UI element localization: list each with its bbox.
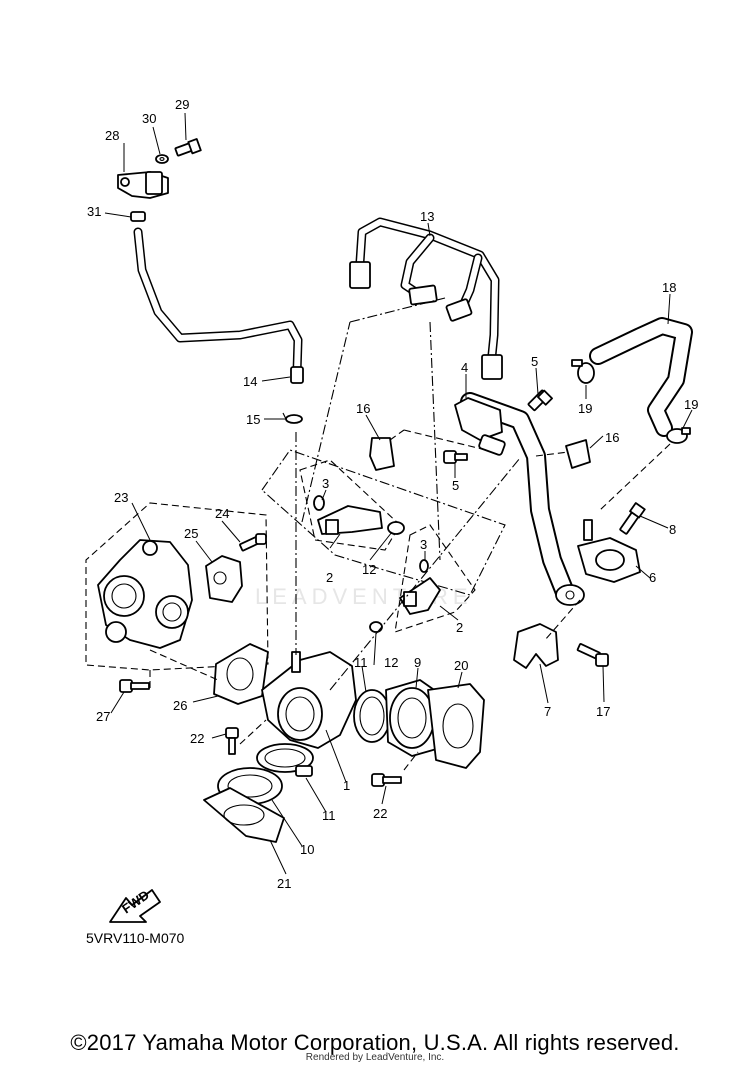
callout-24: 24 [215,506,229,521]
o-ring-12-lower [369,621,383,633]
plate-21 [203,787,285,843]
callout-28: 28 [105,128,119,143]
bolt-8 [619,502,646,535]
callout-22-right: 22 [373,806,387,821]
gasket-20 [427,683,485,769]
bolt-17 [576,643,609,667]
callout-5-upper: 5 [531,354,538,369]
clamp-11-lower [256,743,314,777]
callout-9: 9 [414,655,421,670]
screw-24 [239,533,267,552]
bolt-5-lower [443,450,468,464]
callout-1: 1 [343,778,350,793]
callout-8: 8 [669,522,676,537]
callout-13: 13 [420,209,434,224]
callout-27: 27 [96,709,110,724]
intake-manifold-1 [261,651,357,749]
copyright-notice: ©2017 Yamaha Motor Corporation, U.S.A. A… [70,1030,680,1055]
drawing-code: 5VRV110-M070 [86,930,185,946]
callout-31: 31 [87,204,101,219]
callout-16-right: 16 [605,430,619,445]
callout-14: 14 [243,374,257,389]
clip-31 [130,211,146,222]
bolt-29 [174,138,202,157]
callout-29: 29 [175,97,189,112]
callout-5-lower: 5 [452,478,459,493]
bolt-22-left [225,727,239,755]
callout-3-upper: 3 [322,476,329,491]
callout-22-left: 22 [190,731,204,746]
clamp-11-upper [353,689,391,743]
callout-3-lower: 3 [420,537,427,552]
callout-21: 21 [277,876,291,891]
callout-17: 17 [596,704,610,719]
callout-10: 10 [300,842,314,857]
callout-6: 6 [649,570,656,585]
callout-23: 23 [114,490,128,505]
callouts: 1 2 2 3 3 4 5 5 6 7 8 9 10 11 11 12 12 1… [87,97,698,891]
callout-11-lower: 11 [322,808,336,823]
screw-27 [119,679,150,693]
callout-19-left: 19 [578,401,592,416]
fuel-pipe-4 [454,392,585,606]
callout-12-lower: 12 [384,655,398,670]
wire-harness-13 [349,217,503,380]
clamp-19-upper [571,359,595,384]
injector-2-upper [317,505,383,535]
callout-16-left: 16 [356,401,370,416]
fuel-hose-18 [589,317,693,437]
vacuum-hose-14 [133,227,304,384]
callout-11-upper: 11 [354,655,368,670]
throttle-sensor-25 [205,555,243,603]
clip-15 [282,412,303,424]
callout-25: 25 [184,526,198,541]
callout-7: 7 [544,704,551,719]
clamp-16-left [369,437,395,471]
leader-lines [104,112,693,875]
callout-26: 26 [173,698,187,713]
callout-2-upper: 2 [326,570,333,585]
bolt-22-right [371,773,402,787]
callout-12-upper: 12 [362,562,376,577]
callout-30: 30 [142,111,156,126]
pressure-sensor-28 [117,171,169,199]
callout-18: 18 [662,280,676,295]
pressure-regulator-6 [577,519,641,583]
clamp-16-right [565,439,591,469]
injector-2-lower [399,577,441,615]
connection-lines [149,297,671,771]
gasket-26 [213,643,269,705]
assembly-boundary-injector-a [299,459,401,551]
bracket-7 [513,623,559,669]
bolt-5-upper [527,389,553,412]
o-ring-3-upper [313,495,325,511]
assembly-boundary-23 [85,502,269,671]
callout-2-lower: 2 [456,620,463,635]
clamp-19-lower [666,427,691,444]
washer-30 [155,154,169,164]
o-ring-3-lower [419,559,429,573]
callout-19-right: 19 [684,397,698,412]
throttle-body-23 [97,539,193,649]
callout-4: 4 [461,360,468,375]
callout-20: 20 [454,658,468,673]
rendered-by-notice: Rendered by LeadVenture, Inc. [305,1052,445,1063]
o-ring-12-upper [387,521,405,535]
fwd-arrow-icon: FWD [109,887,161,923]
assembly-boundary-main [261,449,506,596]
callout-15: 15 [246,412,260,427]
assembly-boundary-injector-b [394,524,476,633]
